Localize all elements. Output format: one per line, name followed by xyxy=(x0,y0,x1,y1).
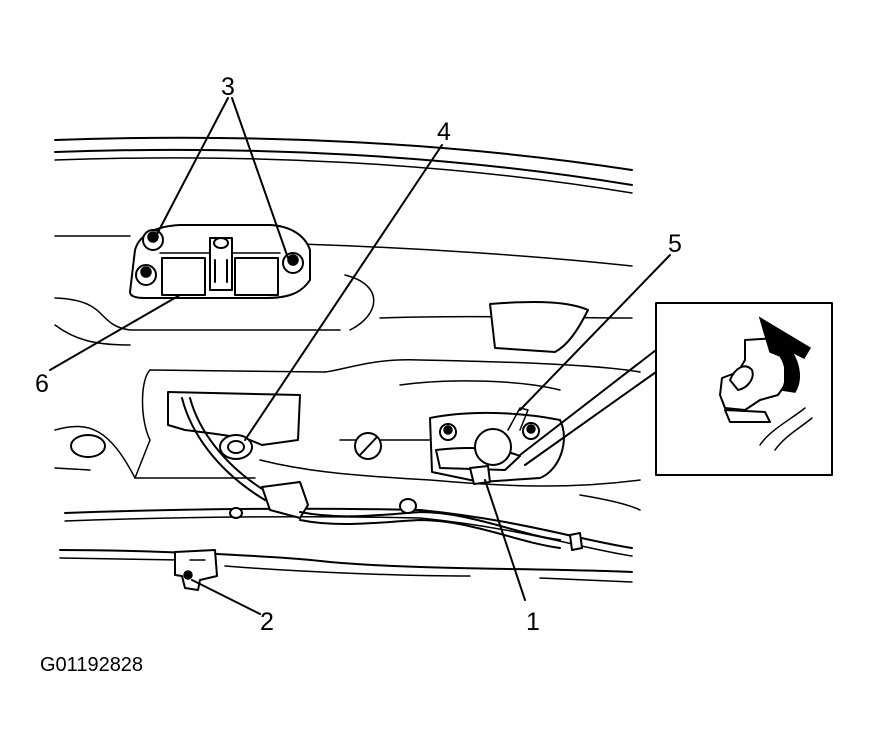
detail-inset xyxy=(519,302,833,476)
callout-label-1: 1 xyxy=(526,608,540,636)
lid-outer-edge xyxy=(54,136,633,194)
striker-assembly xyxy=(129,224,311,299)
callout-label-5: 5 xyxy=(668,230,682,258)
callout-label-6: 6 xyxy=(35,370,49,398)
opener-cable xyxy=(167,391,561,549)
lid-holes xyxy=(70,432,583,551)
callout-label-4: 4 xyxy=(437,118,451,146)
latch-assembly xyxy=(429,407,565,485)
latch-bolts xyxy=(439,422,540,441)
leader-lines xyxy=(49,97,671,615)
striker-bolts xyxy=(135,229,304,286)
figure-id: G01192828 xyxy=(40,654,143,676)
callout-label-3: 3 xyxy=(221,73,235,101)
switch-connector xyxy=(174,549,218,591)
cable-grommet xyxy=(219,434,253,460)
callout-label-2: 2 xyxy=(260,608,274,636)
callout-labels: 1 2 3 4 5 6 xyxy=(35,73,682,636)
trim-panel xyxy=(489,301,589,353)
